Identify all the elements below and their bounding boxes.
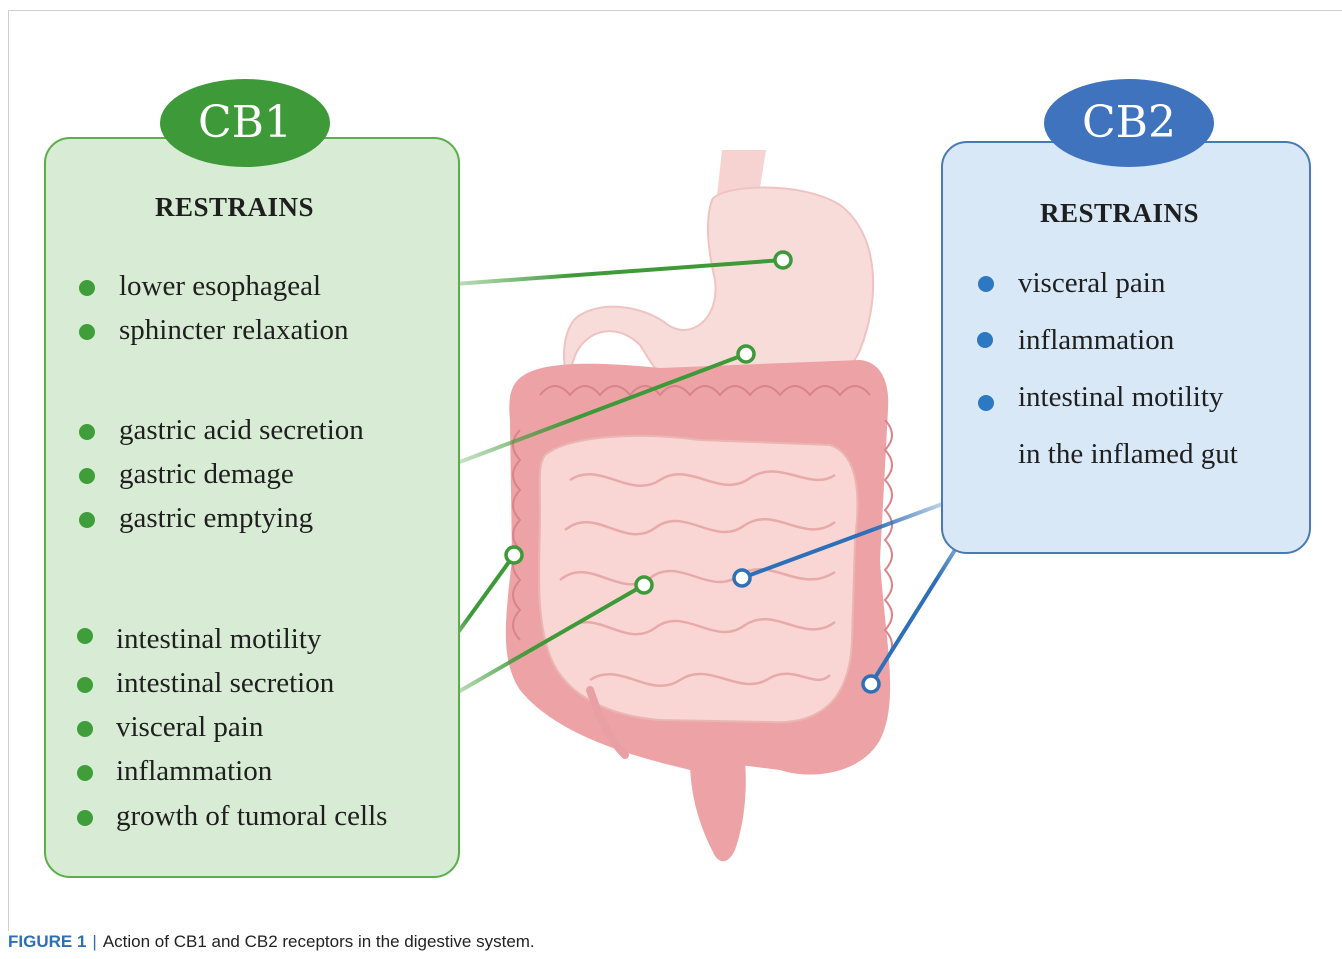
endpoint-marker-colon <box>506 547 522 563</box>
cb2-bullet <box>978 395 994 411</box>
cb2-badge: CB2 <box>1044 79 1214 167</box>
cb1-item: sphincter relaxation <box>119 314 349 347</box>
cb1-item: gastric demage <box>119 458 294 491</box>
cb1-bullet <box>77 628 93 644</box>
cb1-item: growth of tumoral cells <box>116 800 387 833</box>
endpoint-marker-cb2-colon <box>863 676 879 692</box>
endpoint-marker-gastric <box>738 346 754 362</box>
cb1-item: intestinal motility <box>116 623 321 656</box>
cb1-bullet <box>77 765 93 781</box>
figure-caption: FIGURE 1 | Action of CB1 and CB2 receptors… <box>8 932 535 952</box>
caption-label: FIGURE 1 <box>8 932 86 951</box>
cb2-bullet <box>977 332 993 348</box>
cb2-item: visceral pain <box>1018 267 1165 300</box>
endpoint-marker-cb2-intestine <box>734 570 750 586</box>
caption-text: Action of CB1 and CB2 receptors in the d… <box>103 932 535 951</box>
cb1-item: visceral pain <box>116 711 263 744</box>
endpoint-marker-small-intestine <box>636 577 652 593</box>
cb1-bullet <box>77 721 93 737</box>
cb1-item: intestinal secretion <box>116 667 334 700</box>
cb2-item: in the inflamed gut <box>1018 438 1238 471</box>
cb1-bullet <box>77 677 93 693</box>
cb1-bullet <box>79 280 95 296</box>
cb2-item: inflammation <box>1018 324 1174 357</box>
cb2-bullet <box>978 276 994 292</box>
cb1-bullet <box>79 324 95 340</box>
cb1-bullet <box>79 468 95 484</box>
cb1-heading: RESTRAINS <box>155 192 314 223</box>
endpoint-marker-stomach <box>775 252 791 268</box>
cb1-badge: CB1 <box>160 79 330 167</box>
cb2-heading: RESTRAINS <box>1040 198 1199 229</box>
rectum-shape <box>690 760 746 861</box>
cb1-item: inflammation <box>116 755 272 788</box>
caption-separator: | <box>92 932 96 951</box>
cb1-bullet <box>77 810 93 826</box>
cb1-item: lower esophageal <box>119 270 321 303</box>
cb1-item: gastric acid secretion <box>119 414 364 447</box>
cb1-bullet <box>79 512 95 528</box>
cb2-item: intestinal motility <box>1018 381 1223 414</box>
cb1-item: gastric emptying <box>119 502 313 535</box>
cb1-bullet <box>79 424 95 440</box>
